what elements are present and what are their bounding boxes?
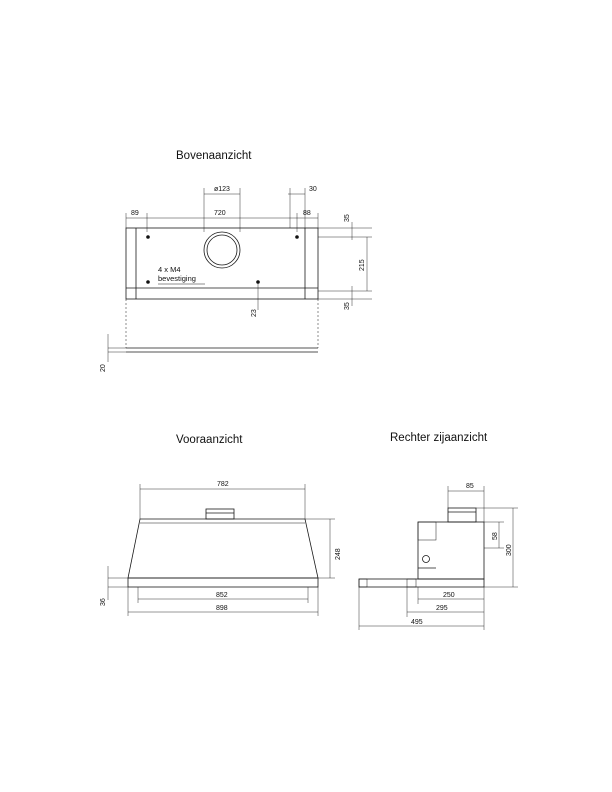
dim-35-bottom: 35 <box>344 302 351 310</box>
top-dimensions: ø123 30 89 720 88 <box>125 186 319 232</box>
dim-250: 250 <box>443 592 455 599</box>
dim-495: 495 <box>411 619 423 626</box>
dim-58: 58 <box>492 532 499 540</box>
dim-88: 88 <box>303 210 311 217</box>
top-right-dimensions: 35 215 35 <box>318 214 372 310</box>
dim-300: 300 <box>506 544 513 556</box>
exhaust-opening <box>203 231 241 269</box>
dim-30: 30 <box>309 186 317 193</box>
top-view-body <box>108 227 319 353</box>
side-view: Rechter zijaanzicht 85 58 300 <box>358 432 518 630</box>
mounting-holes <box>146 235 299 284</box>
dim-898: 898 <box>216 605 228 612</box>
dim-diameter-123: ø123 <box>214 186 230 193</box>
dim-720: 720 <box>214 210 226 217</box>
top-lower-dimensions: 23 20 <box>100 282 259 372</box>
dim-295: 295 <box>436 605 448 612</box>
top-view-title: Bovenaanzicht <box>176 150 252 162</box>
side-hatch-mid <box>406 578 417 588</box>
dim-23: 23 <box>251 309 258 317</box>
dim-20: 20 <box>100 364 107 372</box>
dim-782: 782 <box>217 481 229 488</box>
side-hatch-front <box>358 578 368 588</box>
dim-85: 85 <box>466 483 474 490</box>
top-view: Bovenaanzicht 4 x M4 beves <box>100 150 372 372</box>
dim-248: 248 <box>335 548 342 560</box>
front-view: Vooraanzicht 782 248 36 <box>100 434 342 616</box>
front-view-body <box>108 508 319 588</box>
dim-89: 89 <box>131 210 139 217</box>
side-motor-icon <box>422 555 430 563</box>
mounting-note-line2: bevestiging <box>158 274 196 283</box>
dim-215: 215 <box>359 259 366 271</box>
front-view-title: Vooraanzicht <box>176 434 243 446</box>
side-dimensions: 85 58 300 250 295 495 <box>358 483 518 630</box>
front-dimensions: 782 248 36 852 898 <box>100 481 342 616</box>
side-view-body <box>358 507 485 588</box>
side-view-title: Rechter zijaanzicht <box>390 432 488 444</box>
dim-36: 36 <box>100 598 107 606</box>
side-hatch-corner <box>417 521 437 541</box>
dim-35-top: 35 <box>344 214 351 222</box>
dim-852: 852 <box>216 592 228 599</box>
mounting-note-line1: 4 x M4 <box>158 265 181 274</box>
